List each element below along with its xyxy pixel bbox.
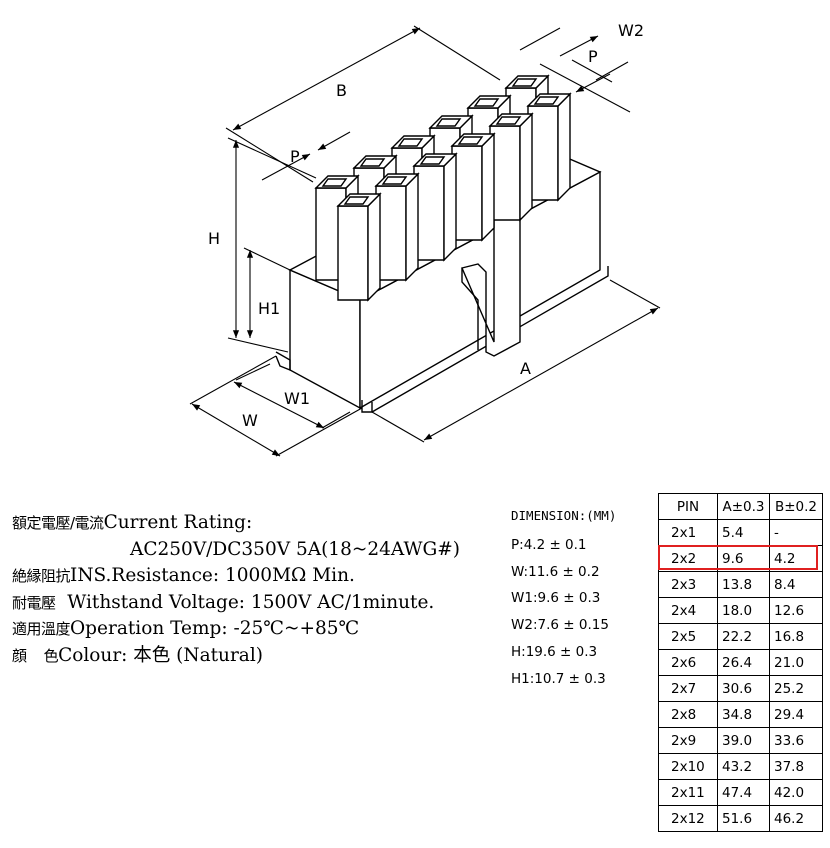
- label-W2: W2: [618, 21, 644, 40]
- cell-pin: 2x6: [658, 649, 718, 676]
- cell-b: 4.2: [769, 545, 823, 572]
- spec-withstand: 耐電壓 Withstand Voltage: 1500V AC/1minute.: [12, 591, 435, 613]
- label-B: B: [336, 81, 347, 100]
- header-a: A±0.3: [717, 493, 770, 520]
- cell-pin: 2x10: [658, 753, 718, 780]
- spec-colour: 顔 色Colour: 本色 (Natural): [12, 644, 263, 666]
- cell-pin: 2x3: [658, 571, 718, 598]
- spec-current: 額定電壓/電流Current Rating:: [12, 512, 253, 533]
- cell-a: 26.4: [717, 649, 770, 676]
- cell-a: 39.0: [717, 727, 770, 754]
- cell-a: 9.6: [717, 545, 770, 572]
- dimension-heading: DIMENSION:(MM): [511, 508, 617, 523]
- cell-b: 37.8: [769, 753, 823, 780]
- terminal-cavity: [374, 172, 420, 282]
- label-P-top: P: [588, 47, 598, 66]
- cell-b: 8.4: [769, 571, 823, 598]
- terminal-cavity: [450, 132, 496, 242]
- cell-b: 33.6: [769, 727, 823, 754]
- cell-b: 21.0: [769, 649, 823, 676]
- dimension-item: W2:7.6 ± 0.15: [511, 617, 609, 634]
- cell-a: 47.4: [717, 779, 770, 806]
- header-b: B±0.2: [769, 493, 823, 520]
- spec-temp: 適用溫度Operation Temp: -25℃~+85℃: [12, 618, 360, 639]
- label-H1: H1: [258, 299, 280, 318]
- spec-current-value: AC250V/DC350V 5A(18~24AWG#): [130, 538, 461, 560]
- cell-b: -: [769, 519, 823, 546]
- cell-pin: 2x4: [658, 597, 718, 624]
- cell-a: 34.8: [717, 701, 770, 728]
- dimension-list: DIMENSION:(MM) P:4.2 ± 0.1 W:11.6 ± 0.2 …: [511, 503, 616, 693]
- cell-pin: 2x12: [658, 805, 718, 832]
- cell-pin: 2x5: [658, 623, 718, 650]
- terminal-cavity: [526, 92, 572, 202]
- cell-a: 43.2: [717, 753, 770, 780]
- label-W1: W1: [284, 389, 310, 408]
- cell-b: 25.2: [769, 675, 823, 702]
- left-flange: [275, 351, 291, 372]
- terminal-cavity: [412, 152, 458, 262]
- cell-a: 5.4: [717, 519, 770, 546]
- cell-b: 29.4: [769, 701, 823, 728]
- cell-pin: 2x11: [658, 779, 718, 806]
- cell-a: 22.2: [717, 623, 770, 650]
- label-A: A: [520, 359, 531, 378]
- cell-b: 12.6: [769, 597, 823, 624]
- terminal-cavity: [488, 112, 534, 222]
- cell-pin: 2x8: [658, 701, 718, 728]
- cell-a: 51.6: [717, 805, 770, 832]
- cell-pin: 2x2: [658, 545, 718, 572]
- cell-a: 13.8: [717, 571, 770, 598]
- cell-a: 18.0: [717, 597, 770, 624]
- dimension-item: H1:10.7 ± 0.3: [511, 670, 606, 687]
- spec-insulation: 絶縁阻抗INS.Resistance: 1000MΩ Min.: [12, 565, 355, 586]
- cell-b: 42.0: [769, 779, 823, 806]
- connector-drawing: B W2 P P H H1 W1 W A: [189, 21, 661, 457]
- cell-pin: 2x9: [658, 727, 718, 754]
- cell-a: 30.6: [717, 675, 770, 702]
- pin-table-header: PIN A±0.3 B±0.2: [658, 493, 823, 520]
- dimension-item: H:19.6 ± 0.3: [511, 643, 598, 660]
- label-W: W: [242, 411, 258, 430]
- dimension-item: W:11.6 ± 0.2: [511, 563, 600, 580]
- header-pin: PIN: [658, 493, 718, 520]
- electrical-specs: 額定電壓/電流Current Rating: AC250V/DC350V 5A(…: [12, 510, 507, 669]
- label-H: H: [208, 229, 220, 248]
- dimension-item: W1:9.6 ± 0.3: [511, 590, 601, 607]
- cell-pin: 2x7: [658, 675, 718, 702]
- terminal-cavity: [336, 192, 382, 302]
- dimension-item: P:4.2 ± 0.1: [511, 536, 587, 553]
- cell-b: 16.8: [769, 623, 823, 650]
- label-P-left: P: [290, 147, 300, 166]
- cell-b: 46.2: [769, 805, 823, 832]
- cell-pin: 2x1: [658, 519, 718, 546]
